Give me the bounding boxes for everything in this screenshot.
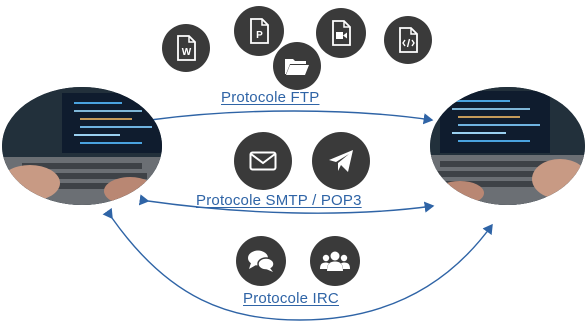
video-file-icon	[316, 8, 366, 58]
left-laptop-image	[2, 87, 162, 205]
envelope-icon	[234, 132, 292, 190]
chat-bubbles-icon	[236, 236, 286, 286]
svg-text:W: W	[182, 47, 192, 58]
users-group-icon	[310, 236, 360, 286]
ftp-label: Protocole FTP	[221, 89, 320, 106]
ftp-arrow	[140, 110, 434, 127]
irc-label: Protocole IRC	[243, 290, 339, 307]
folder-icon	[273, 42, 321, 90]
right-laptop-image	[430, 87, 585, 205]
irc-arrow	[102, 207, 493, 321]
word-file-icon: W	[162, 24, 210, 72]
paper-plane-icon	[312, 132, 370, 190]
code-file-icon	[384, 16, 432, 64]
pdf-file-icon: P	[234, 6, 284, 56]
smtp-label: Protocole SMTP / POP3	[196, 192, 362, 209]
svg-text:P: P	[256, 30, 263, 41]
